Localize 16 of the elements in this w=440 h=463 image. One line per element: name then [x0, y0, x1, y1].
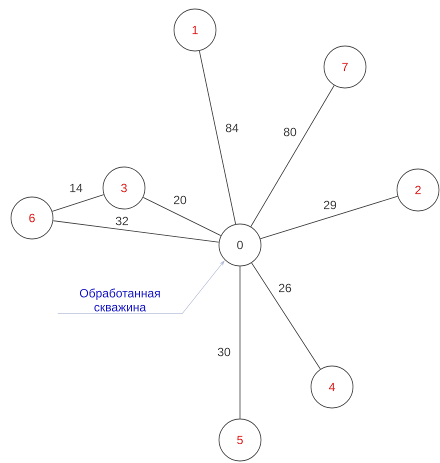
callout-text: Обработанная скважина [80, 288, 160, 312]
edge-label: 14 [68, 182, 84, 194]
edge-label: 80 [282, 126, 298, 138]
connector-line [52, 220, 220, 243]
connector-line [52, 194, 104, 212]
edge-label: 30 [216, 346, 232, 358]
edge-label: 29 [322, 200, 338, 210]
edge-label: 84 [224, 122, 240, 134]
edge-label: 20 [172, 194, 188, 206]
connector-line [250, 85, 335, 227]
edge-label: 32 [114, 216, 130, 226]
connector-line [142, 197, 222, 236]
connector-line [198, 50, 236, 224]
edge-label: 26 [277, 282, 293, 294]
connector-line [251, 262, 321, 370]
connector-line [260, 196, 398, 240]
